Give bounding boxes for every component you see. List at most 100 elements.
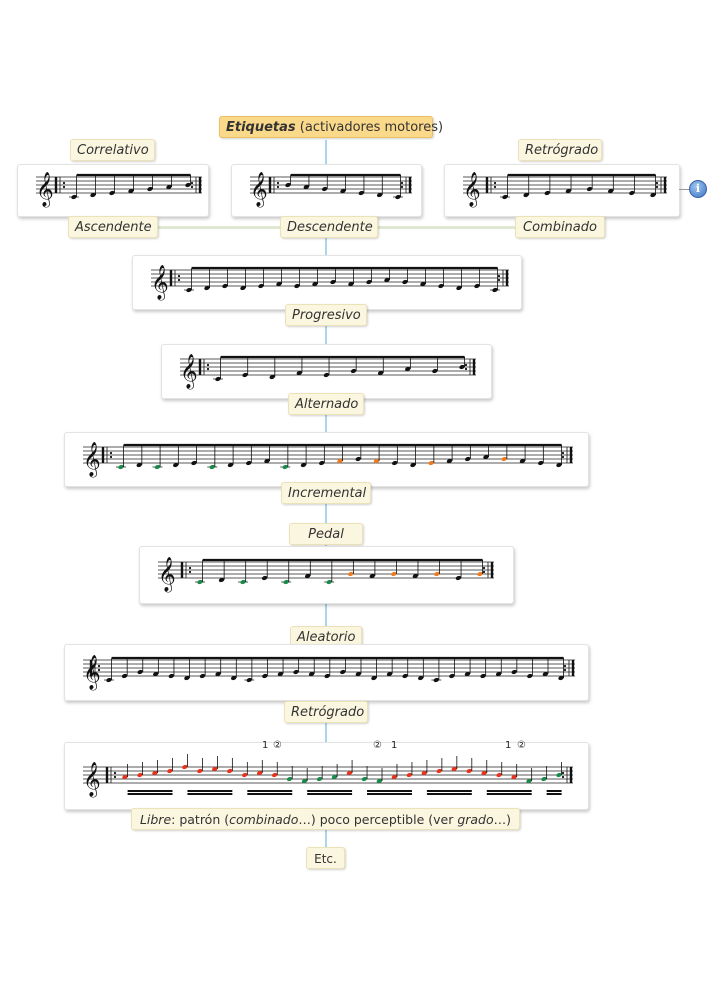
label-descendente: Descendente — [280, 216, 378, 238]
repeat-dot — [497, 274, 501, 278]
note-head — [355, 671, 362, 677]
staff-card-progresivo: 𝄞 — [132, 255, 522, 310]
repeat-dot — [97, 664, 101, 668]
staff-alternado: 𝄞 — [180, 354, 476, 390]
label-libre: Libre: patrón (combinado…) poco percepti… — [131, 808, 520, 830]
note-head — [321, 186, 328, 192]
note-head — [446, 458, 453, 464]
note-head — [565, 188, 572, 194]
note-head — [197, 579, 203, 585]
note-head — [197, 768, 203, 774]
note-head — [511, 669, 517, 675]
label-correlativo: Correlativo — [70, 139, 155, 161]
note-head — [650, 192, 656, 198]
note-head — [418, 675, 424, 681]
repeat-dot — [97, 668, 101, 672]
page-title: Etiquetas (activadores motores) — [219, 116, 443, 138]
note-head — [495, 671, 502, 677]
note-head — [118, 464, 124, 470]
note-head — [558, 675, 564, 681]
note-head — [319, 460, 325, 466]
note-head — [136, 462, 142, 468]
note-head — [350, 368, 357, 374]
note-head — [355, 456, 361, 462]
note-head — [527, 673, 533, 679]
note-head — [337, 458, 343, 464]
note-head — [106, 677, 112, 683]
staff-incremental: 𝄞 — [83, 442, 573, 478]
staff-card-combinado: 𝄞 — [444, 164, 680, 217]
staff-card-libre: 𝄞 — [64, 742, 589, 810]
note-head — [227, 768, 233, 774]
title-bold: Etiquetas — [226, 120, 296, 135]
note-head — [262, 673, 268, 679]
staff-card-alternado: 𝄞 — [161, 344, 492, 399]
repeat-dot — [563, 668, 567, 672]
note-head — [433, 677, 440, 683]
note-head — [316, 776, 323, 782]
note-head — [455, 575, 462, 581]
repeat-dot — [177, 278, 181, 282]
repeat-dot — [177, 274, 181, 278]
note-head — [285, 182, 291, 188]
note-head — [340, 188, 346, 194]
repeat-dot — [113, 775, 117, 779]
treble-clef-icon: 𝄞 — [250, 172, 268, 208]
repeat-dot — [497, 278, 501, 282]
staff-descendente: 𝄞 — [250, 172, 412, 208]
note-head — [324, 673, 330, 679]
note-head — [271, 772, 278, 778]
note-head — [480, 673, 486, 679]
note-head — [222, 283, 228, 289]
note-head — [348, 571, 354, 577]
note-head — [304, 573, 311, 579]
annotation-1b: 1 — [391, 740, 398, 751]
note-head — [340, 669, 346, 675]
label-etc: Etc. — [306, 847, 345, 869]
note-head — [466, 768, 472, 774]
staff-libre: 𝄞 — [83, 754, 573, 798]
repeat-dot — [655, 181, 659, 185]
note-head — [391, 774, 398, 780]
note-head — [629, 190, 635, 196]
note-head — [501, 456, 507, 462]
treble-clef-icon: 𝄞 — [158, 557, 176, 593]
annotation-2c: ② — [517, 740, 526, 751]
note-head — [153, 671, 159, 677]
libre-c: …) poco perceptible (ver — [298, 812, 458, 827]
label-retrogrado: Retrógrado — [284, 701, 368, 723]
note-head — [402, 279, 408, 285]
note-head — [436, 768, 442, 774]
info-icon[interactable]: i — [689, 180, 707, 198]
note-head — [377, 370, 384, 376]
note-head — [218, 577, 225, 583]
repeat-dot — [400, 185, 404, 189]
note-head — [227, 462, 234, 468]
note-head — [168, 673, 175, 679]
note-head — [246, 460, 252, 466]
note-head — [90, 192, 96, 198]
libre-e: …) — [493, 812, 512, 827]
note-head — [483, 454, 489, 460]
label-ascendente: Ascendente — [68, 216, 158, 238]
note-head — [556, 462, 562, 468]
note-head — [326, 579, 332, 585]
treble-clef-icon: 𝄞 — [180, 354, 198, 390]
annotation-2a: ② — [273, 740, 282, 751]
note-head — [109, 190, 115, 196]
note-head — [477, 571, 483, 577]
note-head — [421, 770, 428, 776]
repeat-dot — [276, 185, 280, 189]
label-aleatorio: Aleatorio — [290, 626, 362, 648]
note-head — [544, 190, 551, 196]
repeat-dot — [62, 185, 66, 189]
repeat-dot — [561, 771, 565, 775]
note-head — [384, 277, 390, 283]
note-head — [121, 673, 128, 679]
note-head — [137, 669, 143, 675]
staff-card-incremental: 𝄞 — [64, 432, 589, 487]
label-alternado: Alternado — [288, 393, 364, 415]
note-head — [212, 766, 218, 772]
note-head — [391, 571, 397, 577]
treble-clef-icon: 𝄞 — [36, 172, 54, 208]
